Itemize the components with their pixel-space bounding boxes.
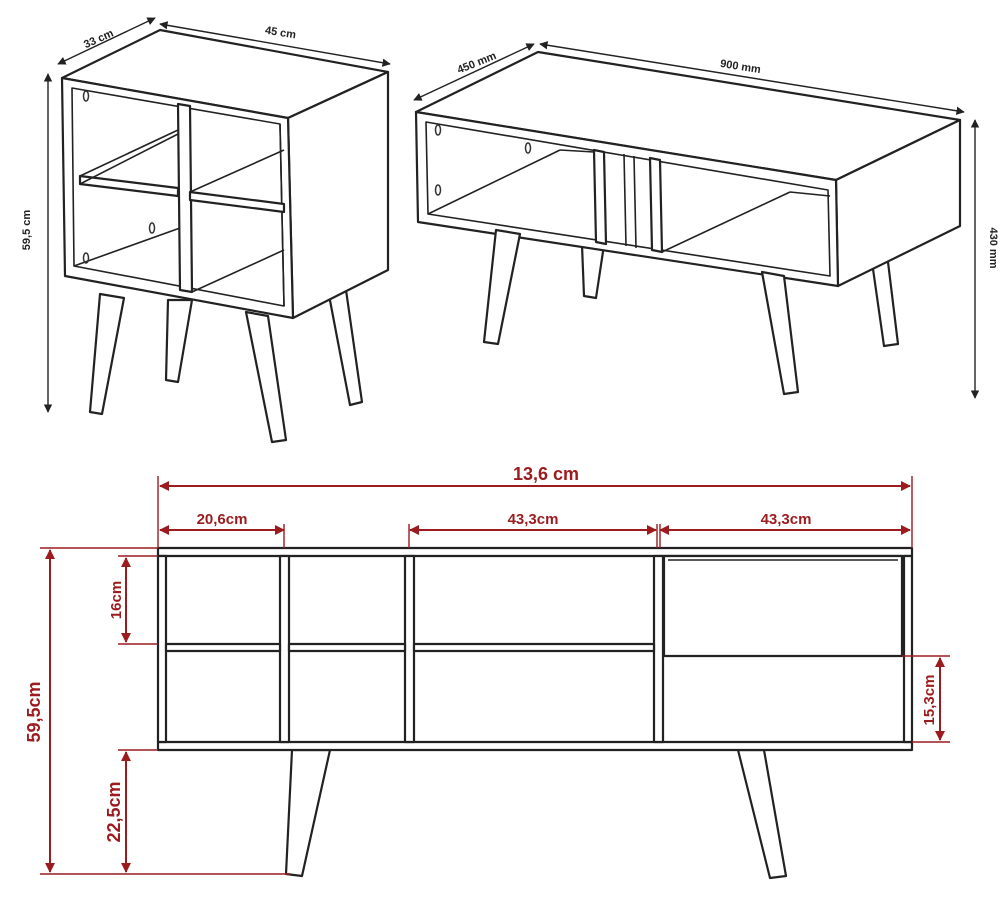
tv-stand-side-right [902, 554, 914, 744]
coffee-table-depth-label: 450 mm [456, 50, 499, 77]
tv-stand-divider-1 [278, 554, 291, 744]
coffee-table-front-leg-right [760, 270, 800, 396]
coffee-table-height-label: 430 mm [987, 228, 999, 269]
tv-stand-section-3-label: 43,3cm [761, 511, 812, 528]
tv-stand-leg-height-dimension: 22,5cm [104, 749, 158, 873]
nightstand-width-dimension: 45 cm [159, 21, 391, 67]
tv-stand-shelf-3 [412, 642, 656, 653]
nightstand-height-label: 59,5 cm [21, 210, 33, 251]
tv-stand-section-2-label: 43,3cm [508, 511, 559, 528]
nightstand-front-leg-left [88, 292, 126, 416]
tv-stand-shelf-2 [287, 642, 407, 653]
tv-stand-total-width-dimension: 13,6 cm [157, 464, 913, 548]
tv-stand-drawer [662, 554, 904, 658]
nightstand-width-label: 45 cm [264, 25, 297, 42]
nightstand-depth-label: 33 cm [82, 27, 116, 51]
nightstand-shelf-left [78, 174, 180, 198]
tv-stand-bottom-board [156, 740, 914, 752]
tv-stand-drawer-height-label: 15,3cm [921, 675, 938, 726]
tv-stand-divider-2 [403, 554, 416, 744]
tv-stand-total-height-dimension: 59,5cm [24, 547, 290, 875]
coffee-table-height-dimension: 430 mm [970, 119, 999, 399]
tv-stand-drawer-height-dimension: 15,3cm [902, 655, 950, 743]
tv-stand-shelf-height-dimension: 16cm [108, 555, 158, 645]
coffee-table-front-leg-left [482, 228, 522, 346]
tv-stand-section-1-dimension: 20,6cm [159, 511, 285, 548]
nightstand-back-leg-right [326, 288, 364, 407]
nightstand-shelf-right [188, 190, 286, 214]
tv-stand-leg-right [736, 748, 788, 880]
tv-stand-shelf-1 [164, 642, 282, 653]
tv-stand-side-left [156, 554, 168, 744]
nightstand-back-leg-left [164, 298, 194, 384]
coffee-table-back-leg-right [870, 260, 900, 348]
nightstand-drawing [60, 28, 390, 444]
tv-stand-total-width-label: 13,6 cm [513, 464, 579, 484]
coffee-table-divider-right [648, 156, 664, 254]
tv-stand-divider-3 [652, 554, 665, 744]
tv-stand-leg-height-label: 22,5cm [104, 781, 124, 842]
nightstand-height-dimension: 59,5 cm [21, 73, 53, 413]
tv-stand-total-height-label: 59,5cm [24, 681, 44, 742]
coffee-table-back-leg-left [580, 243, 606, 300]
tv-stand-section-2-dimension: 43,3cm [408, 511, 658, 548]
tv-stand-shelf-height-label: 16cm [108, 581, 125, 619]
tv-stand-section-3-dimension: 43,3cm [659, 511, 911, 548]
tv-stand-leg-left [284, 748, 332, 878]
coffee-table-front-opening [425, 121, 831, 277]
tv-stand-drawing [156, 546, 914, 880]
tv-stand-top-board [156, 546, 914, 558]
tv-stand-section-1-label: 20,6cm [197, 511, 248, 528]
coffee-table-drawing [414, 50, 962, 396]
nightstand-front-leg-right [244, 310, 288, 444]
